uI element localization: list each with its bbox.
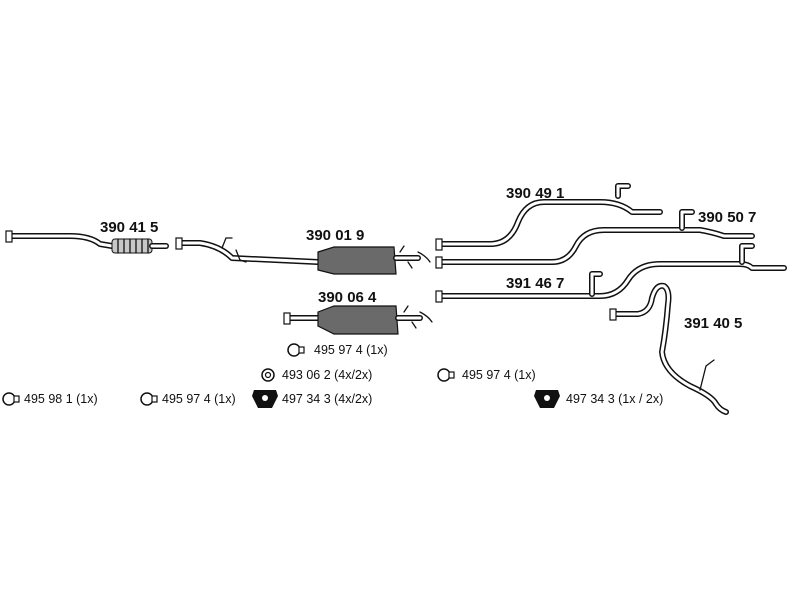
hardware-label: 495 98 1 (1x) xyxy=(24,392,98,406)
clamp-icon xyxy=(437,368,455,382)
pipe-390491 xyxy=(435,183,663,251)
part-number-391405: 391 40 5 xyxy=(684,315,742,332)
part-number-390491: 390 49 1 xyxy=(506,185,564,202)
hardware-label: 497 34 3 (1x / 2x) xyxy=(566,392,663,406)
pipe-391467 xyxy=(435,243,787,303)
rear-muffler-390064 xyxy=(283,305,433,335)
rubber-mount-icon xyxy=(534,390,560,408)
part-number-390019: 390 01 9 xyxy=(306,227,364,244)
tailpipe-391405 xyxy=(609,282,729,415)
gasket-ring-icon xyxy=(261,368,275,382)
part-number-390415: 390 41 5 xyxy=(100,219,158,236)
hardware-label: 495 97 4 (1x) xyxy=(162,392,236,406)
rubber-mount-icon xyxy=(252,390,278,408)
hardware-label: 497 34 3 (4x/2x) xyxy=(282,392,372,406)
front-pipe-390415 xyxy=(5,230,169,254)
middle-muffler-390019 xyxy=(175,237,431,275)
pipe-390507 xyxy=(435,209,755,269)
hardware-label: 493 06 2 (4x/2x) xyxy=(282,368,372,382)
part-number-390507: 390 50 7 xyxy=(698,209,756,226)
part-number-390064: 390 06 4 xyxy=(318,289,377,306)
clamp-icon xyxy=(287,343,305,357)
clamp-icon xyxy=(2,392,20,406)
clamp-icon xyxy=(140,392,158,406)
part-number-391467: 391 46 7 xyxy=(506,275,564,292)
hardware-label: 495 97 4 (1x) xyxy=(462,368,536,382)
hardware-label: 495 97 4 (1x) xyxy=(314,343,388,357)
